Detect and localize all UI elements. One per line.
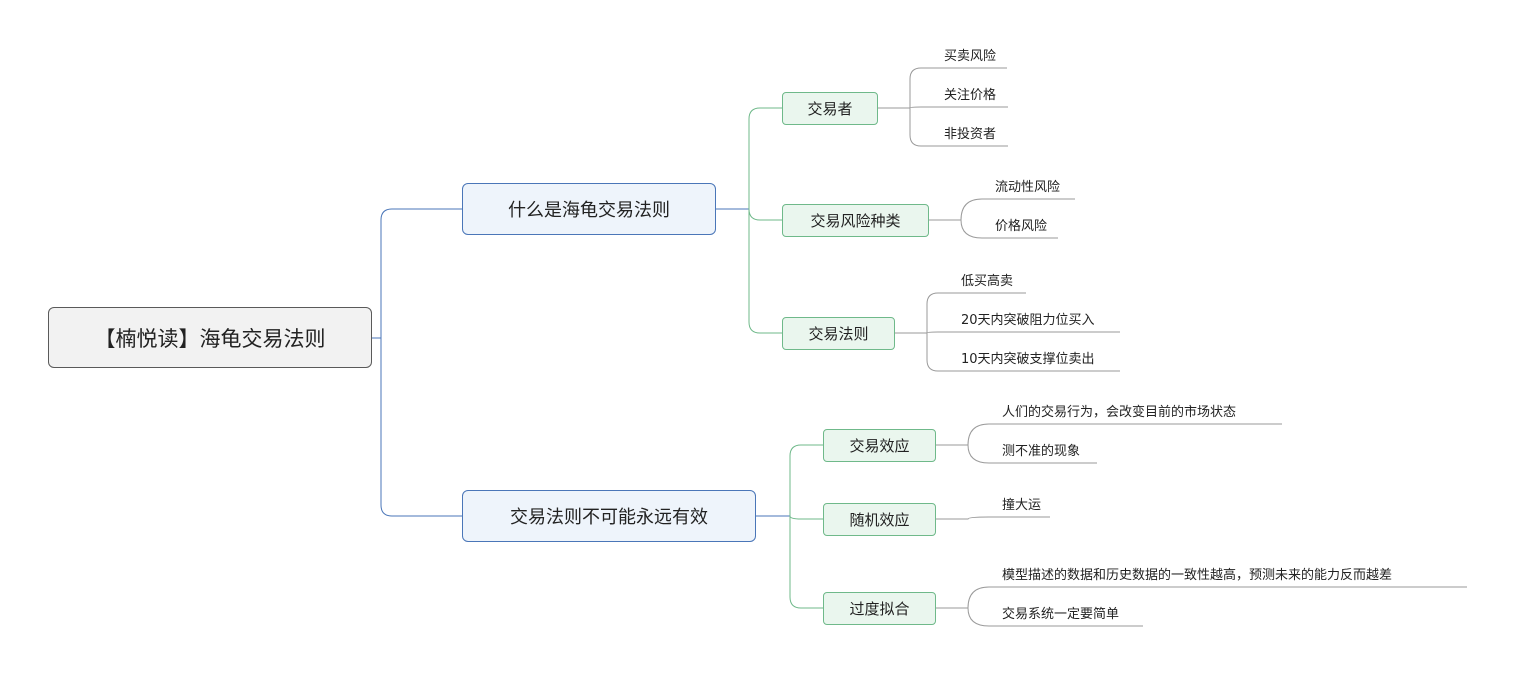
branch-rules-not-always-effective[interactable]: 交易法则不可能永远有效: [462, 490, 756, 542]
topic-trading-effect[interactable]: 交易效应: [823, 429, 936, 462]
leaf-topic[interactable]: 交易系统一定要简单: [1002, 607, 1120, 622]
leaf-topic[interactable]: 20天内突破阻力位买入: [961, 313, 1095, 328]
leaf-topic[interactable]: 10天内突破支撑位卖出: [961, 352, 1095, 367]
topic-trading-rules[interactable]: 交易法则: [782, 317, 895, 350]
topic-random-effect[interactable]: 随机效应: [823, 503, 936, 536]
leaf-topic[interactable]: 非投资者: [944, 127, 997, 142]
topic-risk-types[interactable]: 交易风险种类: [782, 204, 929, 237]
leaf-topic[interactable]: 模型描述的数据和历史数据的一致性越高，预测未来的能力反而越差: [1002, 568, 1393, 583]
branch-what-is-turtle-trading[interactable]: 什么是海龟交易法则: [462, 183, 716, 235]
leaf-topic[interactable]: 人们的交易行为，会改变目前的市场状态: [1002, 405, 1237, 420]
leaf-topic[interactable]: 流动性风险: [995, 180, 1061, 195]
leaf-topic[interactable]: 关注价格: [944, 88, 997, 103]
topic-overfitting[interactable]: 过度拟合: [823, 592, 936, 625]
topic-traders[interactable]: 交易者: [782, 92, 878, 125]
leaf-topic[interactable]: 低买高卖: [961, 274, 1014, 289]
leaf-topic[interactable]: 买卖风险: [944, 49, 997, 64]
leaf-topic[interactable]: 测不准的现象: [1002, 444, 1081, 459]
leaf-topic[interactable]: 价格风险: [995, 219, 1048, 234]
leaf-topic[interactable]: 撞大运: [1002, 498, 1042, 513]
root-node[interactable]: 【楠悦读】海龟交易法则: [48, 307, 372, 368]
